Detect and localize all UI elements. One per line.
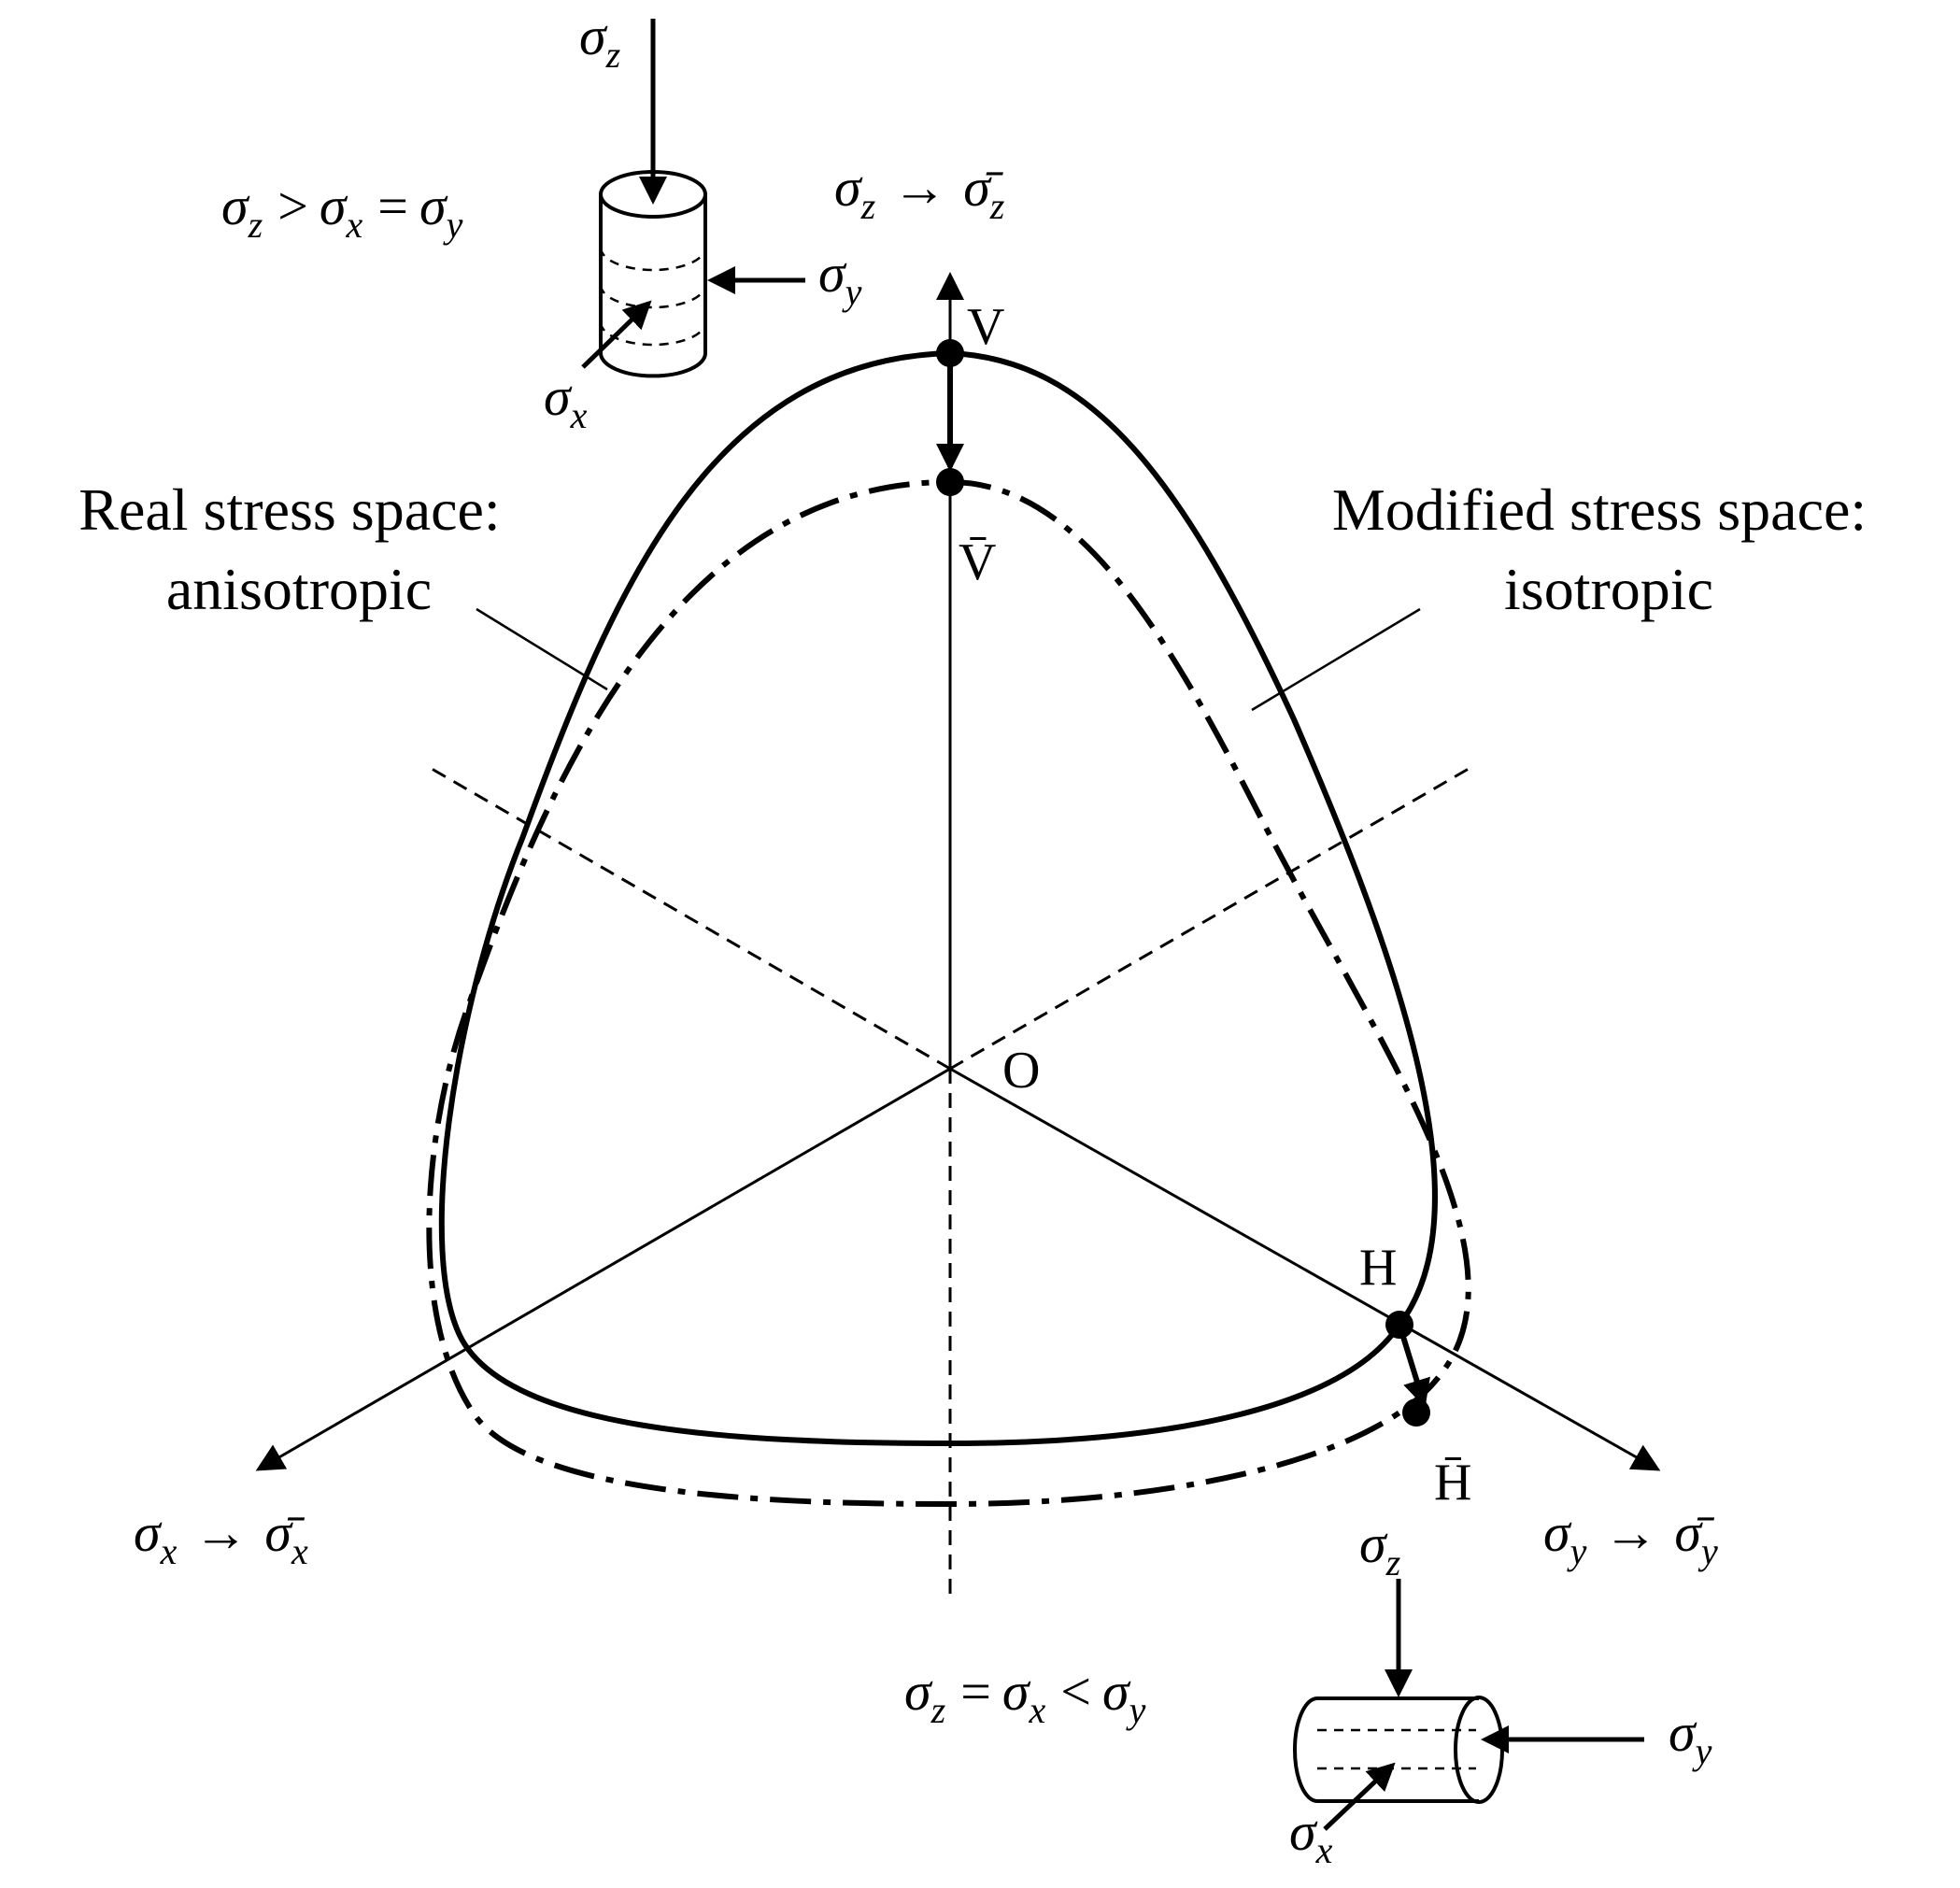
point-hbar xyxy=(1402,1398,1430,1427)
modified-stress-caption-line1: Modified stress space: xyxy=(1332,476,1867,543)
real-stress-caption-line1: Real stress space: xyxy=(78,476,500,543)
modified-stress-leader-line xyxy=(1251,607,1421,712)
top-condition-relation: σz>σx=σy xyxy=(221,176,463,246)
top-sigma-y-label: σy xyxy=(818,243,862,313)
bottom-sigma-z-label: σz xyxy=(1359,1513,1401,1583)
point-vbar xyxy=(936,468,964,496)
point-mappings xyxy=(936,339,1430,1427)
label-vbar: V̄ xyxy=(959,533,996,591)
sigma-y-axis xyxy=(949,1067,1661,1471)
horizontal-cylinder-end xyxy=(1454,1696,1504,1804)
real-stress-surface-anisotropic xyxy=(438,349,1438,1447)
z-axis-label: σz→σ̄z xyxy=(834,157,1005,227)
bottom-condition-relation: σz=σx<σy xyxy=(904,1661,1146,1731)
vertical-cylinder-icon xyxy=(581,19,805,378)
x-axis-label: σx→σ̄x xyxy=(134,1502,308,1572)
top-sigma-x-load-arrow xyxy=(581,300,652,369)
modified-stress-caption-line2: isotropic xyxy=(1504,556,1713,622)
vertical-cylinder-body xyxy=(599,194,707,378)
label-v: V xyxy=(967,298,1004,356)
point-h xyxy=(1385,1311,1413,1339)
vertical-cylinder-dash-2 xyxy=(599,284,707,309)
neg-y-dashed-axis xyxy=(949,764,1474,1071)
point-v xyxy=(936,339,964,367)
vertical-cylinder-dash-1 xyxy=(599,247,707,272)
horizontal-cylinder-body xyxy=(1293,1696,1479,1803)
top-sigma-z-label: σz xyxy=(579,6,621,76)
top-sigma-x-label: σx xyxy=(544,366,588,436)
bottom-sigma-x-label: σx xyxy=(1289,1801,1333,1871)
bottom-sigma-y-label: σy xyxy=(1669,1702,1712,1772)
horizontal-cylinder-icon xyxy=(1293,1579,1644,1831)
label-o: O xyxy=(1002,1042,1040,1100)
sigma-x-axis xyxy=(255,1067,951,1471)
modified-stress-surface-isotropic xyxy=(426,478,1471,1508)
real-stress-leader-line xyxy=(476,607,608,691)
label-h: H xyxy=(1359,1239,1397,1297)
real-stress-caption-line2: anisotropic xyxy=(166,556,432,622)
neg-x-dashed-axis xyxy=(426,764,951,1071)
bottom-sigma-x-load-arrow xyxy=(1323,1762,1396,1831)
label-hbar: H̄ xyxy=(1434,1454,1471,1512)
y-axis-label: σy→σ̄y xyxy=(1543,1502,1718,1572)
